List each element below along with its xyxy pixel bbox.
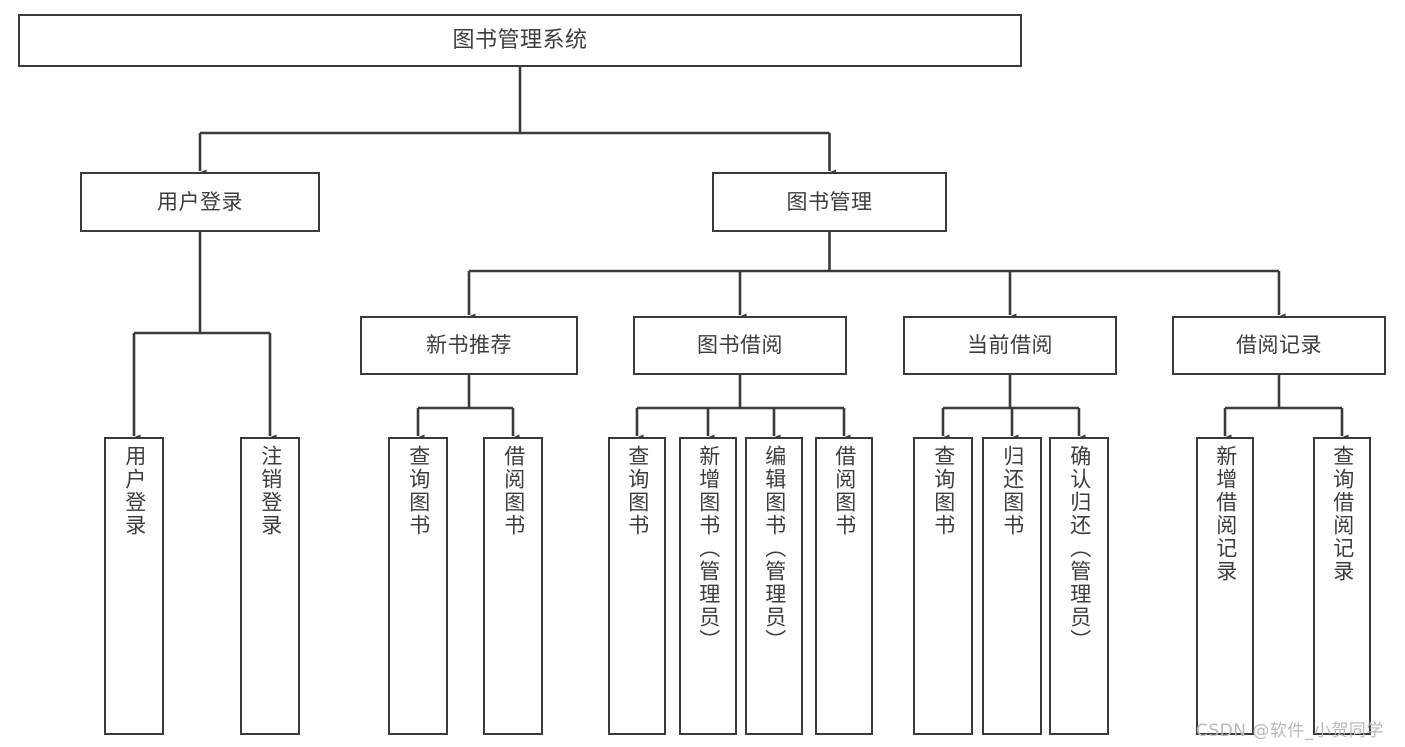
node-label-leaf_user_login: 用户登录 [122,445,147,537]
csdn-watermark: CSDN @软件_小贺同学 [1196,721,1384,741]
node-leaf_br_add[interactable]: 新增借阅记录 [1196,437,1254,735]
node-user_login[interactable]: 用户登录 [80,172,320,232]
node-leaf_nb_query[interactable]: 查询图书 [388,437,448,735]
node-label-book_manage: 图书管理 [786,189,873,214]
node-leaf_cb_confirm[interactable]: 确认归还（管理员） [1049,437,1109,735]
node-leaf_br_query[interactable]: 查询借阅记录 [1313,437,1371,735]
node-new_book_rec[interactable]: 新书推荐 [360,316,578,375]
node-current_borrow[interactable]: 当前借阅 [903,316,1117,375]
node-leaf_bb_query[interactable]: 查询图书 [608,437,666,735]
node-leaf_bb_edit[interactable]: 编辑图书（管理员） [745,437,803,735]
node-label-leaf_bb_add: 新增图书（管理员） [696,445,721,652]
connector-lines [127,67,1349,446]
node-label-leaf_cb_return: 归还图书 [1000,445,1025,537]
node-leaf_user_login[interactable]: 用户登录 [104,437,164,735]
node-leaf_bb_borrow[interactable]: 借阅图书 [815,437,873,735]
node-label-current_borrow: 当前借阅 [967,333,1053,358]
node-borrow_record[interactable]: 借阅记录 [1172,316,1386,375]
node-book_borrow[interactable]: 图书借阅 [633,316,847,375]
node-leaf_cb_return[interactable]: 归还图书 [982,437,1042,735]
node-label-leaf_cb_query: 查询图书 [931,445,956,537]
node-label-leaf_nb_query: 查询图书 [406,445,431,537]
node-label-leaf_user_logout: 注销登录 [258,445,283,537]
node-label-leaf_br_query: 查询借阅记录 [1330,445,1355,583]
node-label-new_book_rec: 新书推荐 [426,333,512,358]
node-label-leaf_bb_borrow: 借阅图书 [832,445,857,537]
node-book_manage[interactable]: 图书管理 [712,172,947,232]
node-leaf_bb_add[interactable]: 新增图书（管理员） [679,437,737,735]
node-label-leaf_br_add: 新增借阅记录 [1213,445,1238,583]
node-label-leaf_bb_edit: 编辑图书（管理员） [762,445,787,652]
node-root[interactable]: 图书管理系统 [18,14,1022,67]
node-label-root: 图书管理系统 [452,27,588,53]
node-label-book_borrow: 图书借阅 [697,333,783,358]
node-leaf_cb_query[interactable]: 查询图书 [913,437,973,735]
node-leaf_nb_borrow[interactable]: 借阅图书 [483,437,543,735]
node-leaf_user_logout[interactable]: 注销登录 [240,437,300,735]
node-label-leaf_cb_confirm: 确认归还（管理员） [1067,445,1092,652]
node-label-borrow_record: 借阅记录 [1236,333,1322,358]
node-label-leaf_nb_borrow: 借阅图书 [501,445,526,537]
node-label-leaf_bb_query: 查询图书 [625,445,650,537]
node-label-user_login: 用户登录 [157,189,243,214]
